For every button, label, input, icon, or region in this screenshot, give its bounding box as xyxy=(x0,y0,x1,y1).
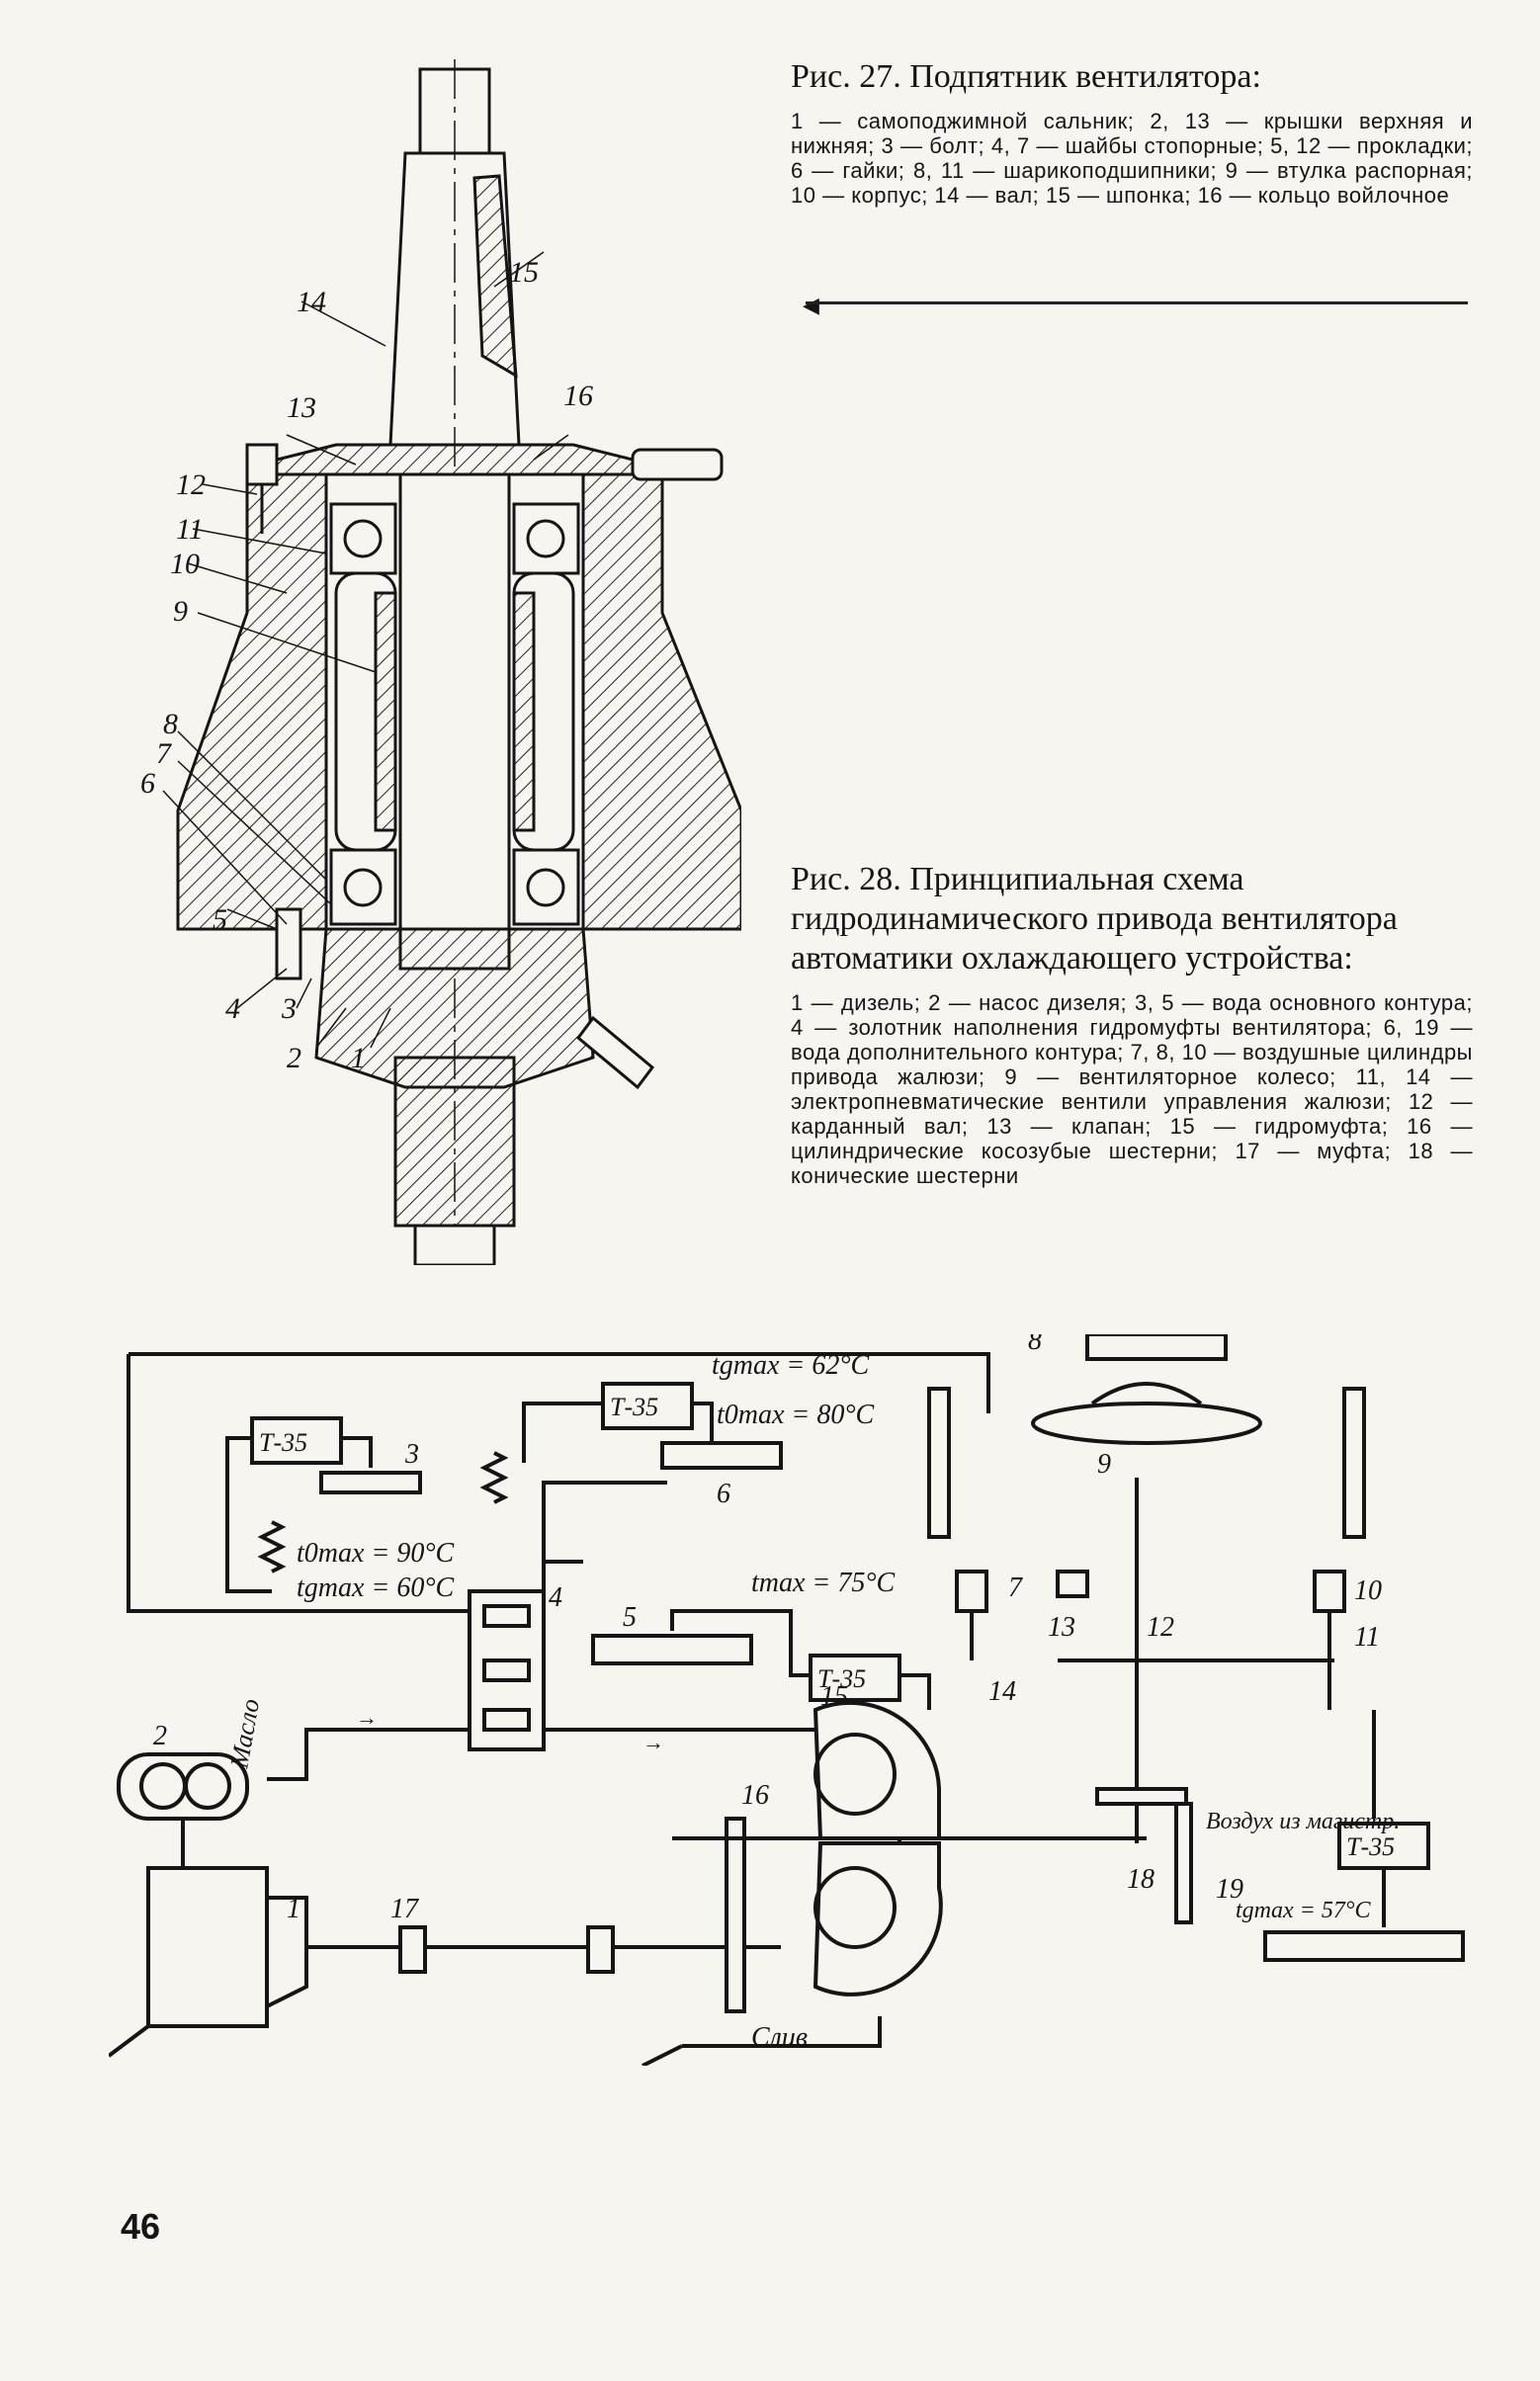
figure-28-legend: 1 — дизель; 2 — насос дизеля; 3, 5 — вод… xyxy=(791,990,1473,1188)
num-13: 13 xyxy=(1048,1612,1075,1643)
label-12: 12 xyxy=(176,468,206,501)
drain-label: Слив xyxy=(751,2022,808,2053)
num-18: 18 xyxy=(1127,1864,1155,1895)
label-8: 8 xyxy=(163,708,178,740)
label-14: 14 xyxy=(297,286,326,318)
t35-label-d: Т-35 xyxy=(1346,1832,1395,1861)
temp-label-d: tgmax = 57°C xyxy=(1236,1898,1371,1923)
divider xyxy=(806,301,1468,304)
label-6: 6 xyxy=(140,767,155,800)
num-6: 6 xyxy=(717,1479,730,1509)
label-1: 1 xyxy=(351,1042,366,1074)
t35-label-a: Т-35 xyxy=(259,1428,307,1457)
label-7: 7 xyxy=(156,737,173,770)
page-number: 46 xyxy=(121,2206,161,2247)
label-11: 11 xyxy=(176,513,204,546)
label-2: 2 xyxy=(287,1042,301,1074)
oil-label: Масло xyxy=(224,1697,265,1771)
num-4: 4 xyxy=(549,1582,562,1613)
label-13: 13 xyxy=(287,391,316,424)
t35-label-c: Т-35 xyxy=(817,1664,866,1693)
num-8: 8 xyxy=(1028,1334,1042,1356)
arrow-right-icon: → xyxy=(642,1730,664,1754)
figure-27-title: Рис. 27. Подпятник вентилятора: xyxy=(791,58,1261,95)
num-7: 7 xyxy=(1008,1573,1023,1603)
figure-28-title: Рис. 28. Принципиальная схема гидродинам… xyxy=(791,861,1398,977)
num-2: 2 xyxy=(153,1721,167,1751)
num-10: 10 xyxy=(1354,1575,1382,1606)
figure-27-drawing: 15 14 13 16 12 11 10 9 8 7 6 5 4 3 2 1 xyxy=(140,59,741,1265)
arrowhead-icon: ◀ xyxy=(803,293,819,317)
num-11: 11 xyxy=(1354,1622,1380,1653)
air-label: Воздух из магистр. xyxy=(1206,1809,1400,1834)
label-9: 9 xyxy=(173,595,188,628)
label-10: 10 xyxy=(170,548,200,580)
label-5: 5 xyxy=(213,903,227,936)
num-17: 17 xyxy=(390,1894,419,1924)
num-14: 14 xyxy=(988,1676,1016,1707)
num-15: 15 xyxy=(820,1681,848,1712)
label-16: 16 xyxy=(563,380,593,412)
t35-label-b: Т-35 xyxy=(610,1393,658,1421)
label-3: 3 xyxy=(281,992,297,1025)
num-9: 9 xyxy=(1097,1449,1111,1480)
temp-label-b2: t0max = 80°C xyxy=(717,1400,875,1430)
temp-label-a2: tgmax = 60°C xyxy=(297,1573,455,1603)
num-12: 12 xyxy=(1147,1612,1174,1643)
figure-27-caption: Рис. 27. Подпятник вентилятора: 1 — само… xyxy=(791,57,1473,208)
label-4: 4 xyxy=(225,992,240,1025)
arrow-right-icon: → xyxy=(356,1705,378,1730)
num-19: 19 xyxy=(1216,1874,1243,1905)
num-16: 16 xyxy=(741,1780,769,1811)
num-3: 3 xyxy=(404,1439,419,1470)
figure-27-legend: 1 — самоподжимной сальник; 2, 13 — крышк… xyxy=(791,109,1473,208)
temp-label-a1: t0max = 90°C xyxy=(297,1538,455,1569)
figure-28-drawing: → → Т-35 Т-35 Т-35 Т-35 t0max = 90°C tgm… xyxy=(109,1334,1465,2066)
temp-label-b1: tgmax = 62°C xyxy=(712,1350,870,1381)
label-15: 15 xyxy=(509,256,539,289)
figure-28-caption: Рис. 28. Принципиальная схема гидродинам… xyxy=(791,860,1473,1188)
temp-label-c: tmax = 75°C xyxy=(751,1568,896,1598)
num-5: 5 xyxy=(623,1602,637,1633)
num-1: 1 xyxy=(287,1894,300,1924)
